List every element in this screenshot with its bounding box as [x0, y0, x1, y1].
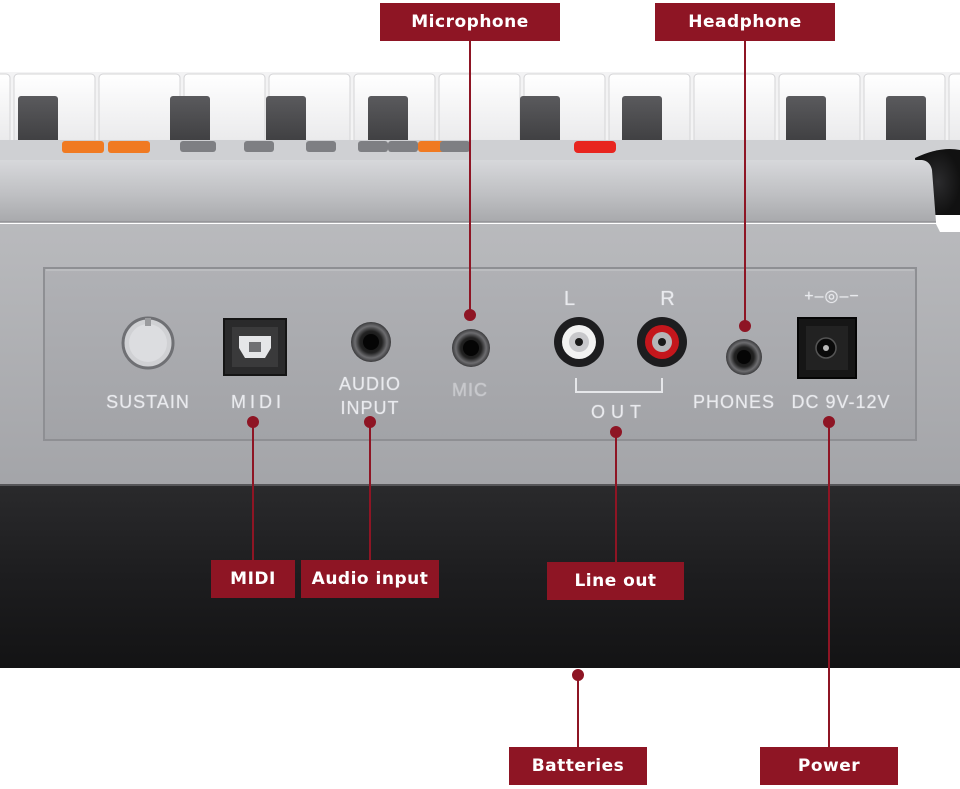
panel-label-audio: AUDIO [338, 374, 401, 394]
callout-pointer-dot [572, 669, 584, 681]
sustain-jack [121, 316, 175, 370]
callout-microphone: Microphone [380, 3, 560, 41]
callout-audio-input: Audio input [301, 560, 439, 598]
panel-label-phones: PHONES [692, 392, 776, 412]
callout-batteries: Batteries [509, 747, 647, 785]
panel-label-dc: DC 9V-12V [791, 392, 891, 412]
black-key [886, 96, 926, 148]
panel-label-input: INPUT [340, 398, 400, 418]
callout-pointer-dot [610, 426, 622, 438]
out-bracket [575, 378, 663, 393]
black-key [622, 96, 662, 148]
black-key [18, 96, 58, 148]
audio-input-jack [351, 322, 391, 362]
callout-line-out: Line out [547, 562, 684, 600]
white-key [948, 73, 960, 155]
callout-pointer-dot [739, 320, 751, 332]
callout-pointer-dot [247, 416, 259, 428]
black-key [786, 96, 826, 148]
callout-pointer-dot [464, 309, 476, 321]
rca-left-white [554, 317, 604, 367]
black-base [0, 484, 960, 668]
callout-power: Power [760, 747, 898, 785]
panel-label-midi: MIDI [231, 392, 285, 412]
mic-jack [452, 329, 490, 367]
callout-midi: MIDI [211, 560, 295, 598]
panel-label-sustain: SUSTAIN [106, 392, 190, 412]
callout-headphone: Headphone [655, 3, 835, 41]
white-key [0, 73, 11, 155]
panel-label-right: R [660, 288, 676, 310]
callout-pointer-dot [823, 416, 835, 428]
black-key [170, 96, 210, 148]
callout-pointer-dot [364, 416, 376, 428]
midi-usb-port [223, 318, 287, 376]
panel-label-polarity: +–◎–− [804, 288, 860, 305]
black-key [266, 96, 306, 148]
dc-power-jack [797, 317, 857, 379]
top-case [0, 160, 936, 222]
control-buttons [62, 141, 616, 153]
rca-right-red [637, 317, 687, 367]
phones-jack [726, 339, 762, 375]
black-key [520, 96, 560, 148]
panel-label-mic: MIC [452, 380, 488, 400]
panel-label-left: L [563, 288, 577, 310]
black-key [368, 96, 408, 148]
callout-leaders [247, 41, 835, 747]
piano-keys [0, 72, 960, 157]
panel-label-out: OUT [591, 402, 647, 422]
